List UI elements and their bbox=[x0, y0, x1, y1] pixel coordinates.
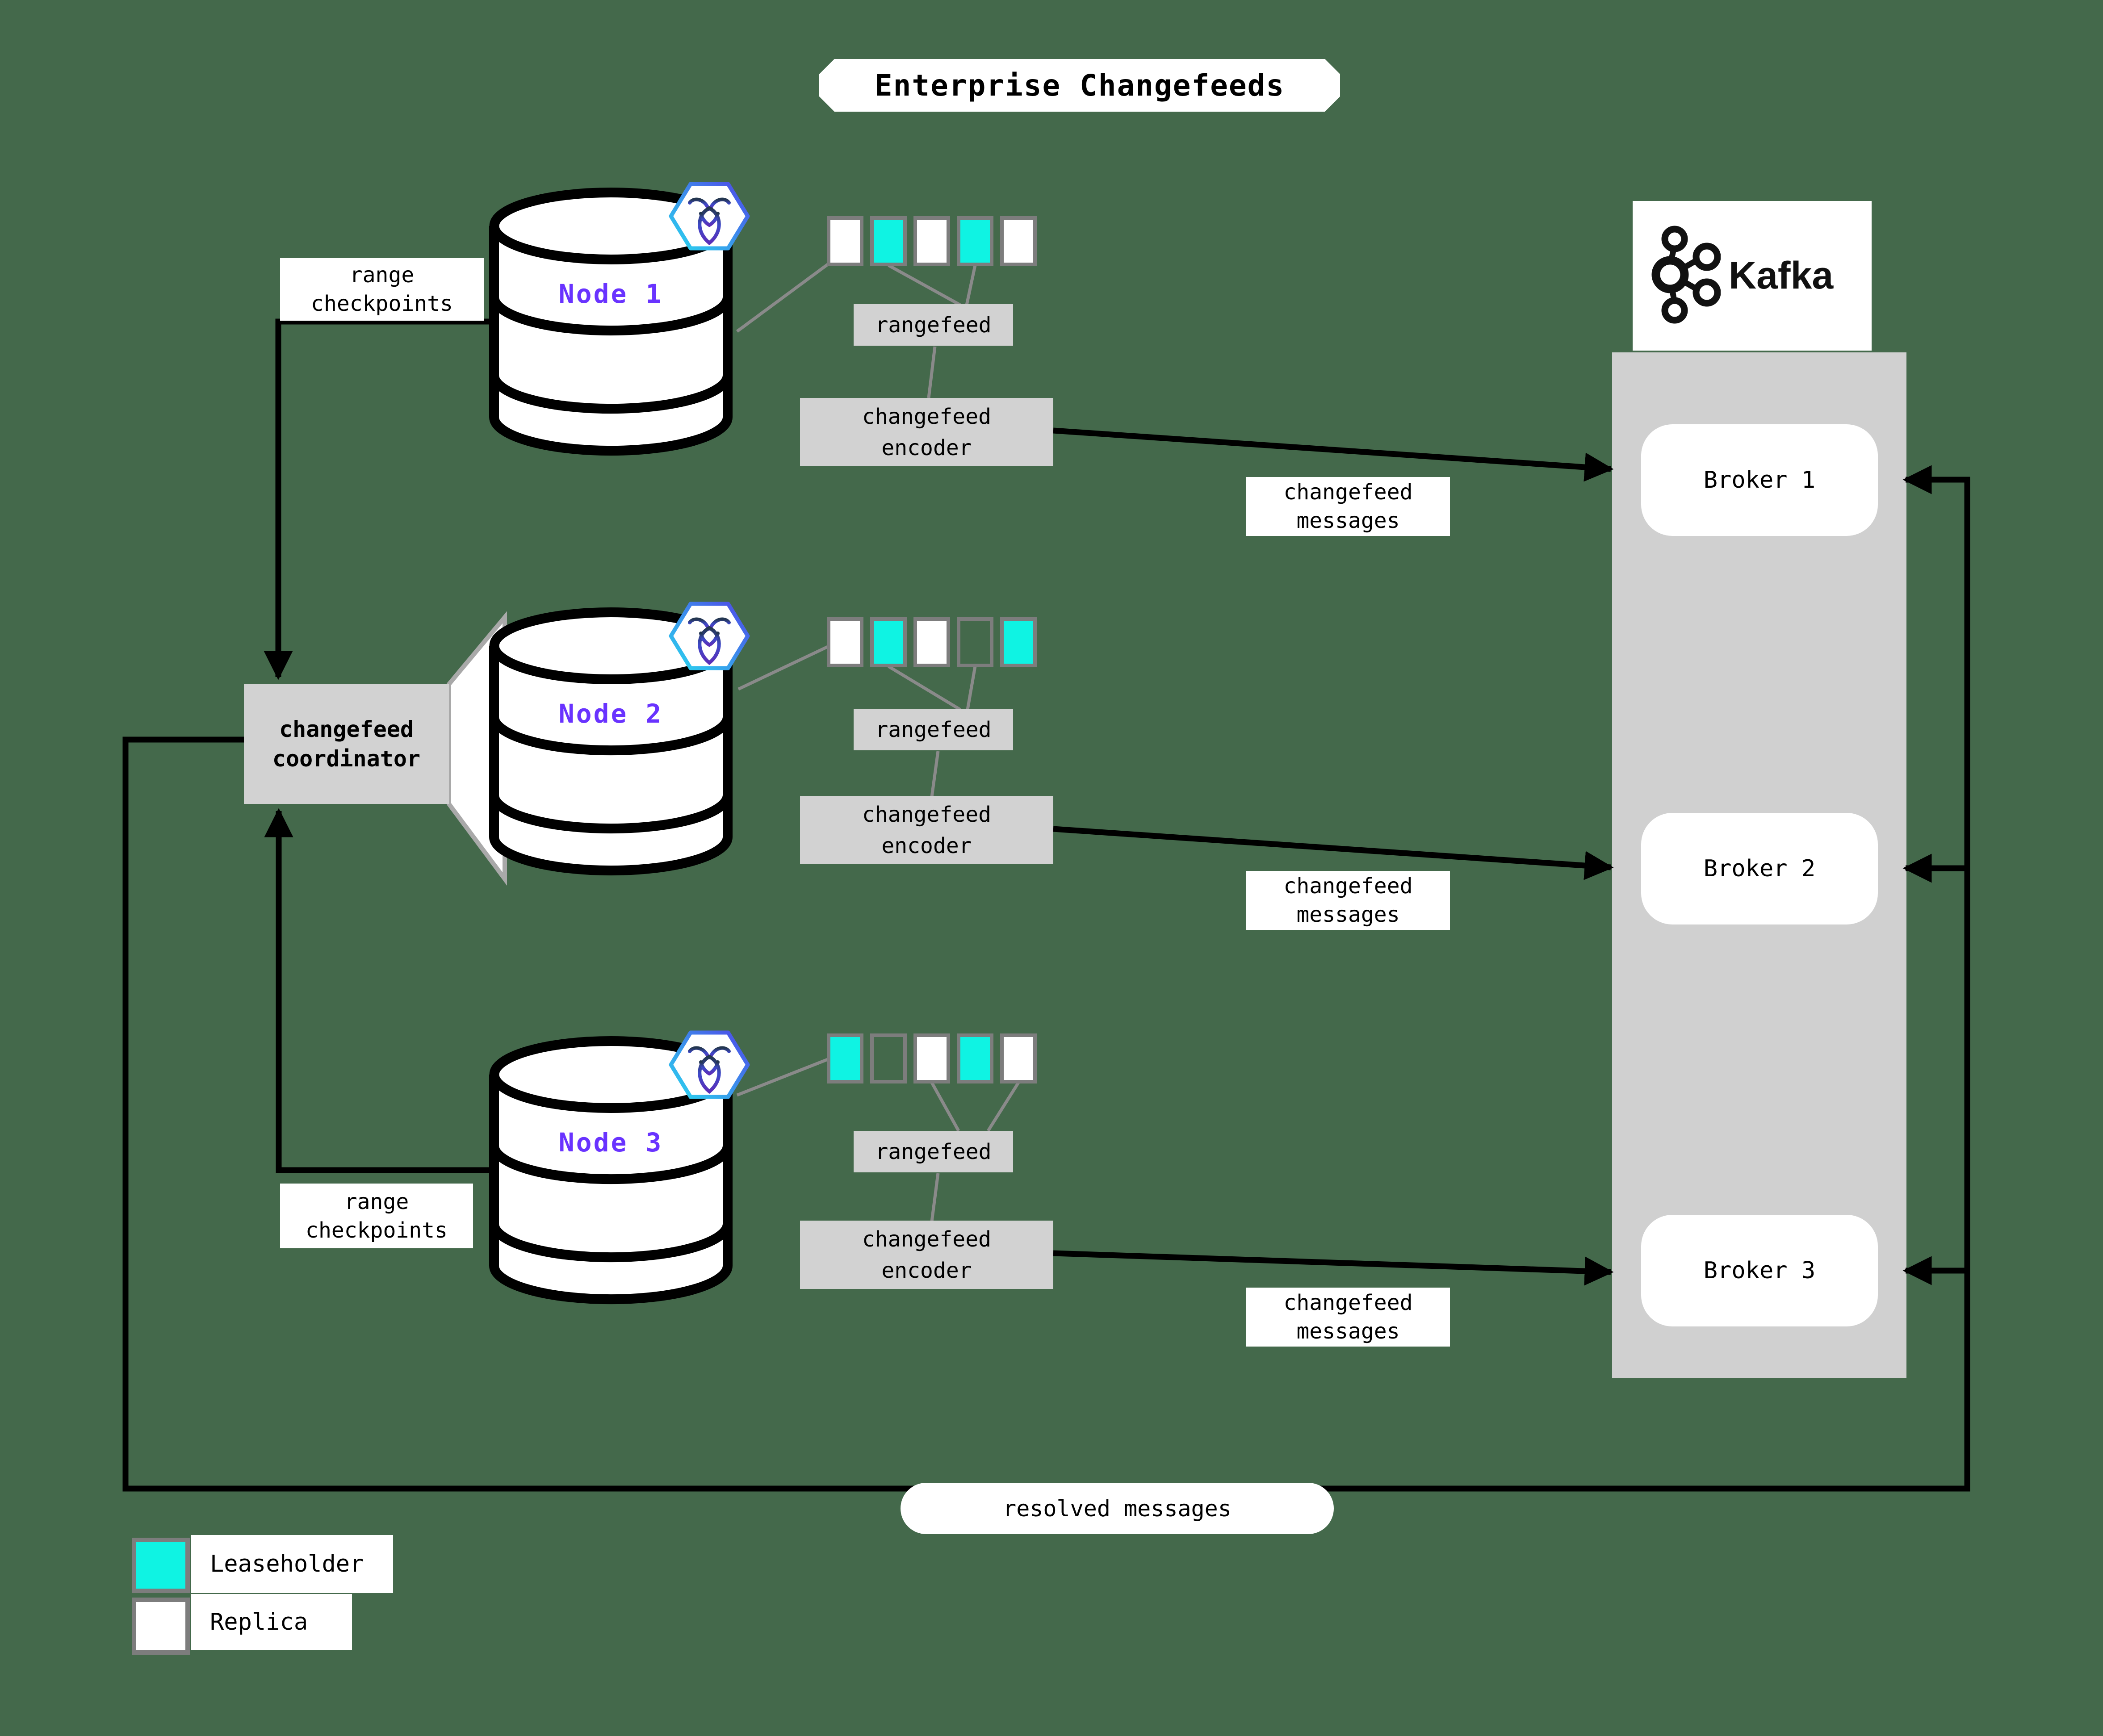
legend-replica-swatch bbox=[132, 1598, 190, 1655]
node2-label: Node 2 bbox=[558, 699, 663, 729]
changefeed-arrow-broker2 bbox=[1053, 826, 1614, 880]
rangefeed-box-node2: rangefeed bbox=[854, 709, 1013, 750]
rangefeed-box-node1: rangefeed bbox=[854, 304, 1013, 346]
node1-label: Node 1 bbox=[558, 279, 663, 309]
kafka-wordmark: Kafka bbox=[1729, 254, 1834, 297]
resolved-messages-loop bbox=[122, 465, 1970, 1492]
legend-leaseholder-label: Leaseholder bbox=[191, 1535, 393, 1593]
legend-leaseholder-swatch bbox=[132, 1538, 190, 1593]
resolved-messages-label: resolved messages bbox=[901, 1483, 1334, 1534]
range-replica-squares bbox=[827, 216, 1037, 1083]
range-checkpoints-arrow-node1 bbox=[264, 318, 491, 680]
kafka-logo-box: Kafka bbox=[1633, 201, 1872, 351]
changefeed-arrow-broker1 bbox=[1053, 427, 1614, 482]
rangefeed-box-node3: rangefeed bbox=[854, 1131, 1013, 1172]
kafka-icon bbox=[1651, 226, 1721, 323]
broker-1-box: Broker 1 bbox=[1641, 424, 1878, 536]
changefeed-arrow-broker3 bbox=[1053, 1250, 1614, 1286]
node3-label: Node 3 bbox=[558, 1127, 663, 1158]
diagram-title: Enterprise Changefeeds bbox=[819, 59, 1340, 112]
range-checkpoints-arrow-node3 bbox=[264, 808, 491, 1173]
broker-3-box: Broker 3 bbox=[1641, 1215, 1878, 1326]
broker-2-box: Broker 2 bbox=[1641, 813, 1878, 924]
range-connector-lines bbox=[736, 263, 1020, 1222]
legend-replica-label: Replica bbox=[191, 1594, 352, 1650]
